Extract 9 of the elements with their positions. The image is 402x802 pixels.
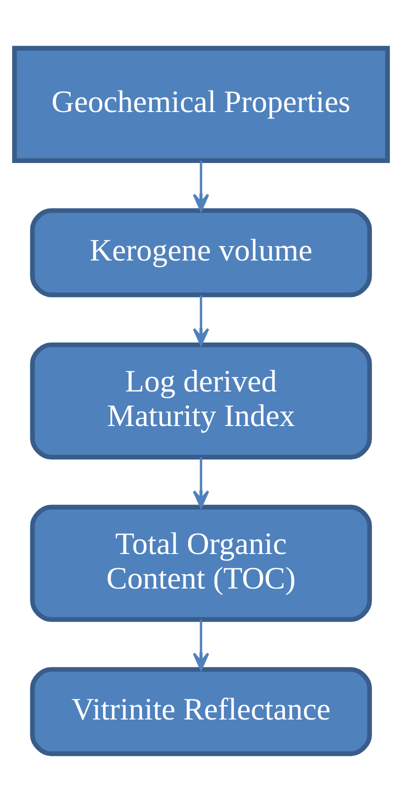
arrow: [192, 295, 210, 346]
node-box: Total Organic Content (TOC): [30, 504, 372, 622]
node-box: Log derived Maturity Index: [30, 342, 372, 460]
node-box: Kerogene volume: [30, 208, 372, 298]
arrow: [192, 457, 210, 508]
arrow: [192, 160, 210, 212]
node-box: Vitrinite Reflectance: [30, 667, 372, 756]
node-box: Geochemical Properties: [12, 46, 390, 163]
arrow: [192, 620, 210, 670]
